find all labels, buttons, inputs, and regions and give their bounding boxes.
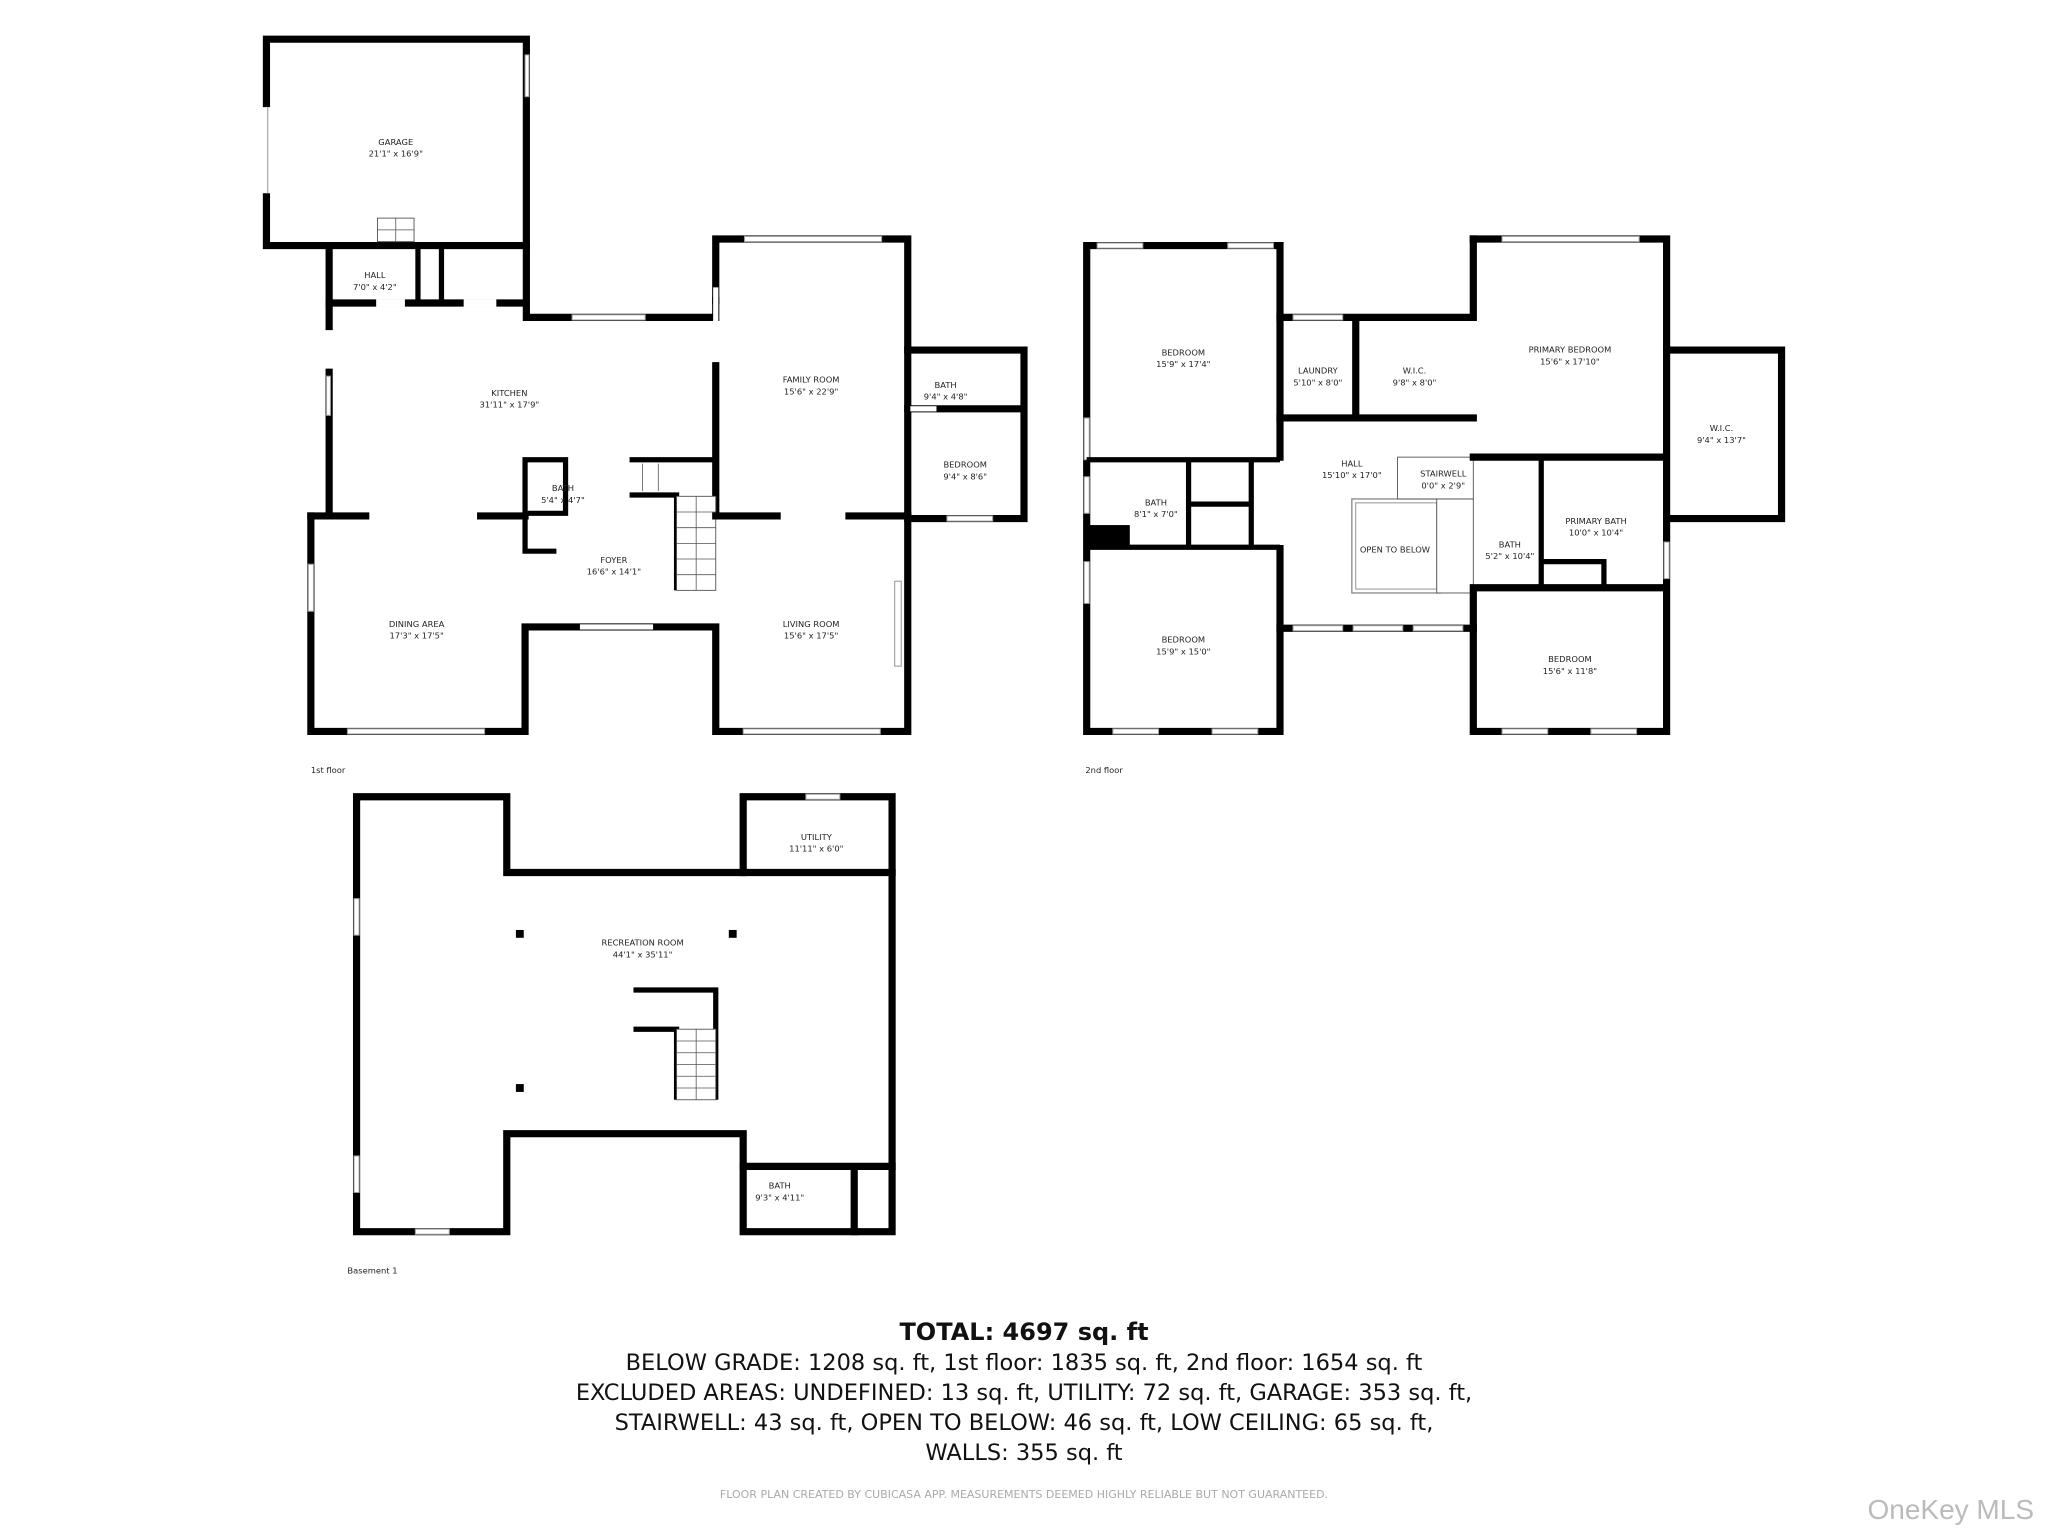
- room-size: 15'6" x 17'5": [784, 631, 839, 641]
- room-name: FAMILY ROOM: [783, 375, 840, 385]
- room-size: 17'3" x 17'5": [389, 631, 444, 641]
- room-size: 5'2" x 10'4": [1485, 551, 1534, 561]
- room-name: BEDROOM: [943, 460, 987, 470]
- room-name: BATH: [552, 483, 574, 493]
- room-size: 5'10" x 8'0": [1293, 377, 1342, 387]
- room-name: KITCHEN: [491, 388, 527, 398]
- room-name: BATH: [769, 1181, 791, 1191]
- room-name: HALL: [1341, 458, 1363, 468]
- room-size: 21'1" x 16'9": [369, 149, 424, 159]
- room-name: BATH: [935, 380, 957, 390]
- room-size: 16'6" x 14'1": [587, 567, 642, 577]
- room-name: PRIMARY BEDROOM: [1529, 345, 1612, 355]
- floor-label: Basement 1: [347, 1265, 397, 1275]
- second-floor-plan: [1083, 235, 1786, 736]
- excluded-areas-cont: STAIRWELL: 43 sq. ft, OPEN TO BELOW: 46 …: [614, 1410, 1434, 1436]
- room-size: 7'0" x 4'2": [353, 282, 397, 292]
- floor-label: 1st floor: [311, 765, 346, 775]
- room-size: 44'1" x 35'11": [613, 949, 673, 959]
- room-size: 9'3" x 4'11": [755, 1192, 804, 1202]
- floor-label: 2nd floor: [1085, 765, 1123, 775]
- room-size: 11'11" x 6'0": [789, 844, 844, 854]
- room-size: 9'8" x 8'0": [1393, 377, 1437, 387]
- room-size: 9'4" x 4'8": [924, 392, 968, 402]
- room-name: W.I.C.: [1710, 423, 1734, 433]
- first-floor-plan: [261, 35, 1028, 736]
- room-name: PRIMARY BATH: [1565, 516, 1626, 526]
- room-size: 15'10" x 17'0": [1322, 470, 1382, 480]
- room-size: 31'11" x 17'9": [480, 400, 540, 410]
- room-name: FOYER: [600, 555, 627, 565]
- room-name: UTILITY: [801, 832, 833, 842]
- room-name: BATH: [1145, 497, 1167, 507]
- room-labels: GARAGE 21'1" x 16'9" HALL 7'0" x 4'2" KI…: [311, 137, 1746, 1275]
- room-name: LIVING ROOM: [783, 619, 840, 629]
- basement-plan: [352, 793, 896, 1236]
- room-size: 9'4" x 13'7": [1697, 435, 1746, 445]
- room-name: LAUNDRY: [1298, 366, 1339, 376]
- room-name: RECREATION ROOM: [602, 938, 684, 948]
- area-breakdown: BELOW GRADE: 1208 sq. ft, 1st floor: 183…: [625, 1350, 1423, 1376]
- room-name: GARAGE: [378, 137, 413, 147]
- room-name: BATH: [1499, 539, 1521, 549]
- room-size: 0'0" x 2'9": [1421, 480, 1465, 490]
- room-size: 15'6" x 11'8": [1543, 666, 1598, 676]
- room-size: 15'9" x 17'4": [1156, 359, 1211, 369]
- walls-area: WALLS: 355 sq. ft: [925, 1440, 1123, 1466]
- excluded-areas: EXCLUDED AREAS: UNDEFINED: 13 sq. ft, UT…: [575, 1380, 1473, 1406]
- disclaimer: FLOOR PLAN CREATED BY CUBICASA APP. MEAS…: [719, 1488, 1329, 1501]
- brand-watermark: OneKey MLS: [1867, 1494, 2034, 1525]
- room-size: 10'0" x 10'4": [1569, 528, 1624, 538]
- room-name: BEDROOM: [1162, 347, 1206, 357]
- room-size: 15'6" x 17'10": [1540, 356, 1600, 366]
- room-size: 15'9" x 15'0": [1156, 646, 1211, 656]
- room-name: DINING AREA: [389, 619, 445, 629]
- room-size: 15'6" x 22'9": [784, 386, 839, 396]
- room-name: OPEN TO BELOW: [1360, 544, 1430, 554]
- room-name: BEDROOM: [1162, 635, 1206, 645]
- room-size: 9'4" x 8'6": [943, 471, 987, 481]
- room-name: HALL: [364, 270, 386, 280]
- room-name: W.I.C.: [1403, 366, 1427, 376]
- room-name: STAIRWELL: [1420, 469, 1467, 479]
- total-area: TOTAL: 4697 sq. ft: [899, 1318, 1149, 1346]
- room-size: 5'4" x 4'7": [541, 495, 585, 505]
- room-size: 8'1" x 7'0": [1134, 509, 1178, 519]
- room-name: BEDROOM: [1548, 654, 1592, 664]
